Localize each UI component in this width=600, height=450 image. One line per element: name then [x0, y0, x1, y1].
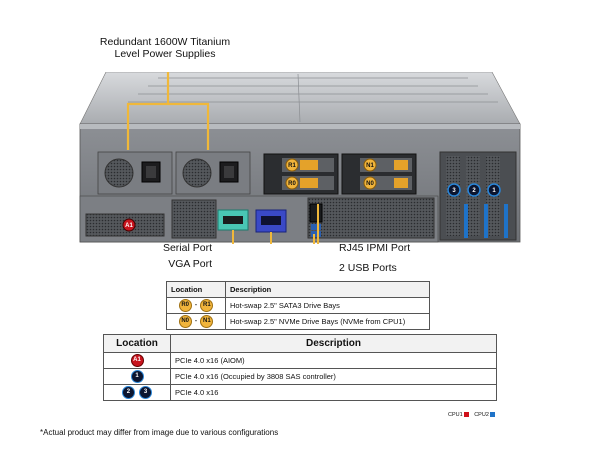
svg-text:1: 1	[492, 188, 496, 194]
sata-drive-bays	[263, 153, 339, 195]
badge-n0: N0	[363, 176, 377, 190]
badge-n0-legend: N0	[178, 315, 192, 328]
pcie-col-description: Description	[170, 334, 497, 353]
cpu-legend: CPU1 CPU2	[448, 412, 499, 418]
server-rear-view: R1 R0 N1 N0 A1 3 2 1	[79, 72, 521, 244]
pcie-row-description: PCIe 4.0 x16 (Occupied by 3808 SAS contr…	[170, 368, 497, 385]
badge-a1-legend: A1	[130, 354, 144, 367]
usb-port-2	[311, 231, 321, 237]
drive-col-location: Location	[166, 281, 226, 298]
left-vent-grille	[171, 199, 217, 239]
drive-table-header: Location Description	[166, 281, 430, 298]
badge-r1-legend: R1	[200, 299, 214, 312]
rear-vent-grille	[307, 197, 435, 239]
usb-port-1	[311, 224, 321, 230]
table-row: 2 3 PCIe 4.0 x16	[103, 384, 497, 401]
serial-port-callout: Serial Port	[162, 242, 212, 254]
table-row: N0-N1 Hot-swap 2.5" NVMe Drive Bays (NVM…	[166, 313, 430, 330]
vga-port-callout: VGA Port	[168, 258, 212, 270]
pcie-row-location: A1	[103, 352, 171, 369]
usb-ports-callout: 2 USB Ports	[339, 262, 397, 274]
pcie-row-description: PCIe 4.0 x16 (AIOM)	[170, 352, 497, 369]
power-callout-line1: Redundant 1600W Titanium	[99, 36, 231, 48]
badge-r0-legend: R0	[178, 299, 192, 312]
rear-panel-lip	[80, 124, 520, 129]
badge-a1: A1	[122, 218, 136, 232]
badge-slot2-legend: 2	[121, 386, 135, 399]
svg-text:N1: N1	[366, 163, 374, 169]
badge-slot3-legend: 3	[139, 386, 153, 399]
badge-slot3: 3	[447, 183, 461, 197]
badge-r0: R0	[285, 176, 299, 190]
pcie-slot-area	[439, 151, 517, 241]
range-dash: -	[194, 316, 198, 326]
svg-text:N0: N0	[366, 181, 374, 187]
table-row: 1 PCIe 4.0 x16 (Occupied by 3808 SAS con…	[103, 368, 497, 385]
cpu2-swatch	[489, 412, 495, 418]
drive-col-description: Description	[225, 281, 430, 298]
server-location-badges: R1 R0 N1 N0 A1 3 2 1	[122, 158, 501, 232]
badge-slot1-legend: 1	[130, 370, 144, 383]
cpu2-legend-label: CPU2	[474, 412, 489, 418]
drive-row-description: Hot-swap 2.5" NVMe Drive Bays (NVMe from…	[225, 313, 430, 330]
top-cover-ribs	[128, 73, 498, 123]
pcie-table-header: Location Description	[103, 334, 497, 353]
nvme-drive-bays	[341, 153, 417, 195]
power-callout-line	[126, 72, 210, 150]
svg-text:R0: R0	[288, 181, 296, 187]
badge-slot1: 1	[487, 183, 501, 197]
cpu1-legend-label: CPU1	[448, 412, 463, 418]
table-row: R0-R1 Hot-swap 2.5" SATA3 Drive Bays	[166, 297, 430, 314]
cpu1-swatch	[463, 412, 469, 418]
drive-row-description: Hot-swap 2.5" SATA3 Drive Bays	[225, 297, 430, 314]
footnote: *Actual product may differ from image du…	[40, 428, 279, 437]
badge-r1: R1	[285, 158, 299, 172]
pcie-slot-table: Location Description A1 PCIe 4.0 x16 (AI…	[103, 334, 497, 401]
drive-row-location: N0-N1	[166, 313, 226, 330]
ipmi-port	[309, 203, 323, 223]
svg-text:A1: A1	[125, 223, 133, 229]
table-row: A1 PCIe 4.0 x16 (AIOM)	[103, 352, 497, 369]
pcie-row-location: 2 3	[103, 384, 171, 401]
power-supply-1	[97, 151, 173, 195]
badge-n1: N1	[363, 158, 377, 172]
power-callout-line2: Level Power Supplies	[114, 48, 216, 60]
svg-text:3: 3	[452, 188, 456, 194]
svg-text:2: 2	[472, 188, 476, 194]
drive-bay-table: Location Description R0-R1 Hot-swap 2.5"…	[166, 281, 430, 330]
badge-slot2: 2	[467, 183, 481, 197]
badge-n1-legend: N1	[200, 315, 214, 328]
io-callout-lines	[232, 204, 319, 244]
pcie-row-description: PCIe 4.0 x16	[170, 384, 497, 401]
pcie-row-location: 1	[103, 368, 171, 385]
range-dash: -	[194, 300, 198, 310]
power-supplies-callout: Redundant 1600W Titanium Level Power Sup…	[95, 36, 235, 60]
pcie-col-location: Location	[103, 334, 171, 353]
drive-row-location: R0-R1	[166, 297, 226, 314]
ipmi-port-callout: RJ45 IPMI Port	[339, 242, 411, 254]
power-supply-2	[175, 151, 251, 195]
svg-text:R1: R1	[288, 163, 296, 169]
